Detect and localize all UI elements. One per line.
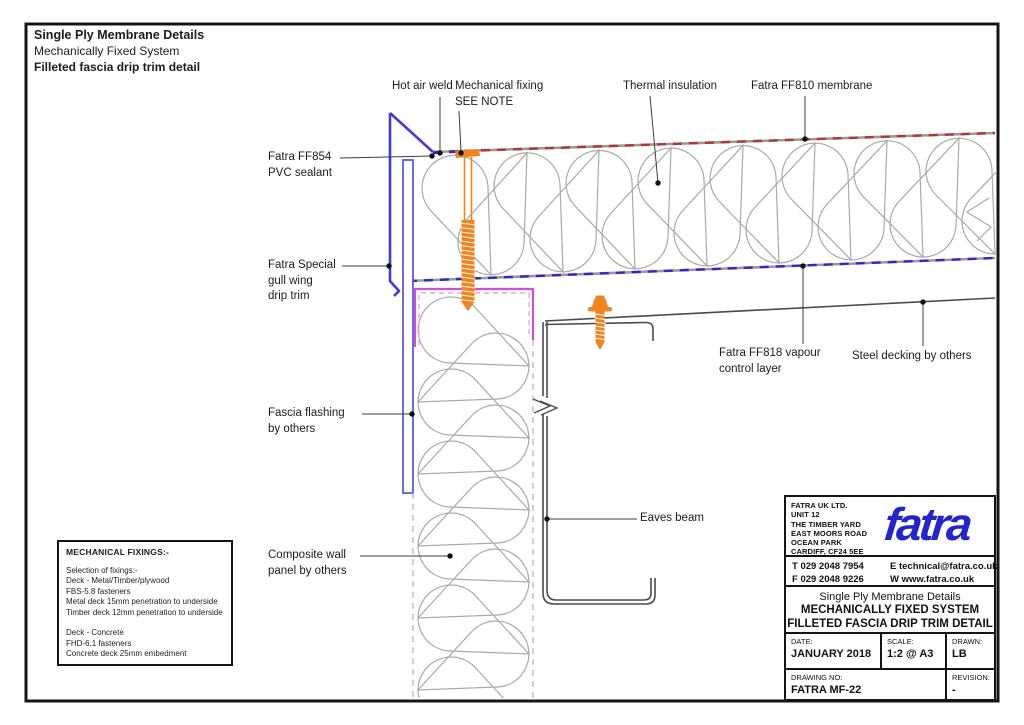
membrane-wrap-on-fascia: [406, 149, 471, 281]
ff810-membrane-line: [432, 131, 996, 154]
note-line: Concrete deck 25mm embedment: [66, 649, 187, 659]
note-line: Timber deck 12mm penetration to undersid…: [66, 607, 223, 617]
sheet-border: [24, 22, 1000, 703]
number-row: DRAWING NO: FATRA MF-22 REVISION: -: [786, 668, 994, 699]
callout-ff818-vcl: Fatra FF818 vapour control layer: [719, 347, 821, 375]
callout-fascia-flashing: Fascia flashing by others: [268, 407, 345, 435]
drawing-title-row: Single Ply Membrane Details MECHANICALLY…: [786, 585, 994, 634]
mechanical-fixings-note: MECHANICAL FIXINGS:- Selection of fixing…: [57, 540, 233, 666]
title-block: FATRA UK LTD. UNIT 12 THE TIMBER YARD EA…: [784, 495, 998, 701]
contact-row: T 029 2048 7954 F 029 2048 9226 E techni…: [786, 555, 998, 587]
revision-cell: REVISION: -: [945, 670, 994, 699]
meta-row: DATE: JANUARY 2018 SCALE: 1:2 @ A3 DRAWN…: [786, 632, 994, 670]
gull-wing-drip-trim: [388, 112, 434, 297]
fatra-logo: fatra: [881, 498, 973, 550]
drawing-detail: FILLETED FASCIA DRIP TRIM DETAIL: [787, 618, 993, 630]
company-address: FATRA UK LTD. UNIT 12 THE TIMBER YARD EA…: [791, 501, 868, 557]
sheet-header: Single Ply Membrane Details Mechanically…: [34, 27, 204, 75]
note-line: Deck - Concrete: [66, 628, 124, 638]
leader-lines: [339, 95, 924, 557]
sheet-detail-name: Filleted fascia drip trim detail: [34, 60, 201, 74]
note-line: Deck - Metal/Timber/plywood: [66, 576, 170, 586]
note-line: [66, 618, 231, 628]
wall-head-trim-membrane: [418, 292, 530, 345]
callout-thermal-insulation: Thermal insulation: [623, 80, 717, 92]
insulation-fixing-screw: [455, 149, 480, 311]
deck-fixing-screw: [588, 295, 612, 350]
drawing-no-cell: DRAWING NO: FATRA MF-22: [791, 673, 862, 696]
note-line: Metal deck 15mm penetration to underside: [66, 597, 218, 607]
date-cell: DATE: JANUARY 2018: [791, 637, 872, 660]
insulation-break-line: [965, 197, 992, 242]
steel-decking: [544, 297, 996, 341]
wall-insulation-hatch: [416, 296, 531, 698]
roof-insulation-hatch: [421, 134, 997, 277]
note-title: MECHANICAL FIXINGS:-: [66, 547, 170, 557]
callout-ff854-sealant: Fatra FF854 PVC sealant: [268, 151, 332, 179]
sheet-title: Single Ply Membrane Details: [34, 28, 205, 42]
sheet-subtitle: Mechanically Fixed System: [34, 44, 180, 58]
drawn-cell: DRAWN: LB: [945, 634, 994, 670]
callout-hot-air-weld: Hot air weld: [392, 80, 453, 92]
website: W www.fatra.co.uk: [890, 574, 975, 585]
phone-t: T 029 2048 7954: [792, 561, 864, 572]
note-line: FBS-5.8 fasteners: [66, 586, 131, 596]
drawing-series: Single Ply Membrane Details: [819, 591, 961, 603]
leader-dots: [386, 136, 926, 559]
scale-cell: SCALE: 1:2 @ A3: [880, 634, 945, 670]
ff818-vapour-control-line: [407, 256, 996, 283]
note-line: Selection of fixings:-: [66, 566, 138, 575]
eaves-beam: [532, 322, 656, 605]
note-line: FHD-6.1 fasteners: [66, 638, 132, 648]
callout-mechanical-fixing: Mechanical fixing SEE NOTE: [455, 80, 544, 108]
callout-eaves-beam: Eaves beam: [640, 512, 704, 524]
callout-composite-wall: Composite wall panel by others: [268, 549, 347, 577]
callout-gull-wing-trim: Fatra Special gull wing drip trim: [268, 259, 336, 302]
phone-f: F 029 2048 9226: [792, 574, 864, 585]
email: E technical@fatra.co.uk: [890, 561, 998, 572]
callout-steel-decking: Steel decking by others: [852, 350, 972, 362]
fascia-flashing-board: [402, 159, 414, 494]
drawing-system: MECHANICALLY FIXED SYSTEM: [800, 604, 980, 616]
callout-ff810-membrane: Fatra FF810 membrane: [751, 80, 873, 92]
